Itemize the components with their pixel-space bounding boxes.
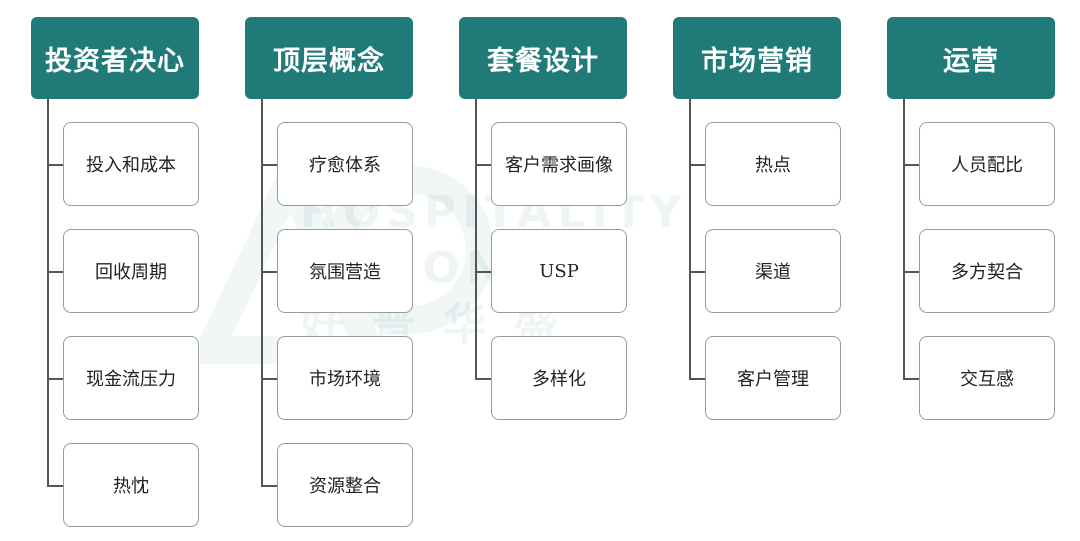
- connector-branch: [903, 378, 919, 380]
- connector-branch: [261, 378, 277, 380]
- column-header: 套餐设计: [459, 17, 627, 99]
- column-header: 运营: [887, 17, 1055, 99]
- item-box: 热点: [705, 122, 841, 206]
- item-box: 资源整合: [277, 443, 413, 527]
- connector-branch: [47, 271, 63, 273]
- item-box: 人员配比: [919, 122, 1055, 206]
- connector-branch: [903, 271, 919, 273]
- item-box: 客户管理: [705, 336, 841, 420]
- column-4: 市场营销热点渠道客户管理: [673, 17, 848, 527]
- connector-branch: [689, 164, 705, 166]
- connector-branch: [261, 485, 277, 487]
- column-2: 顶层概念疗愈体系氛围营造市场环境资源整合: [245, 17, 420, 527]
- item-box: USP: [491, 229, 627, 313]
- column-header: 市场营销: [673, 17, 841, 99]
- item-box: 交互感: [919, 336, 1055, 420]
- item-box: 客户需求画像: [491, 122, 627, 206]
- item-box: 现金流压力: [63, 336, 199, 420]
- item-box: 多样化: [491, 336, 627, 420]
- item-box: 渠道: [705, 229, 841, 313]
- item-box: 热忱: [63, 443, 199, 527]
- connector-branch: [903, 164, 919, 166]
- column-header: 投资者决心: [31, 17, 199, 99]
- item-box: 市场环境: [277, 336, 413, 420]
- connector-vertical: [903, 99, 905, 379]
- item-box: 疗愈体系: [277, 122, 413, 206]
- item-box: 回收周期: [63, 229, 199, 313]
- connector-branch: [47, 378, 63, 380]
- connector-vertical: [261, 99, 263, 486]
- connector-vertical: [475, 99, 477, 379]
- item-box: 氛围营造: [277, 229, 413, 313]
- connector-branch: [47, 164, 63, 166]
- connector-vertical: [689, 99, 691, 379]
- column-1: 投资者决心投入和成本回收周期现金流压力热忱: [31, 17, 206, 527]
- item-box: 多方契合: [919, 229, 1055, 313]
- item-box: 投入和成本: [63, 122, 199, 206]
- connector-branch: [475, 164, 491, 166]
- column-header: 顶层概念: [245, 17, 413, 99]
- connector-branch: [475, 271, 491, 273]
- connector-vertical: [47, 99, 49, 486]
- column-3: 套餐设计客户需求画像 USP 多样化: [459, 17, 634, 527]
- connector-branch: [261, 164, 277, 166]
- connector-branch: [475, 378, 491, 380]
- connector-branch: [689, 271, 705, 273]
- connector-branch: [47, 485, 63, 487]
- column-5: 运营人员配比多方契合交互感: [887, 17, 1062, 527]
- connector-branch: [689, 378, 705, 380]
- connector-branch: [261, 271, 277, 273]
